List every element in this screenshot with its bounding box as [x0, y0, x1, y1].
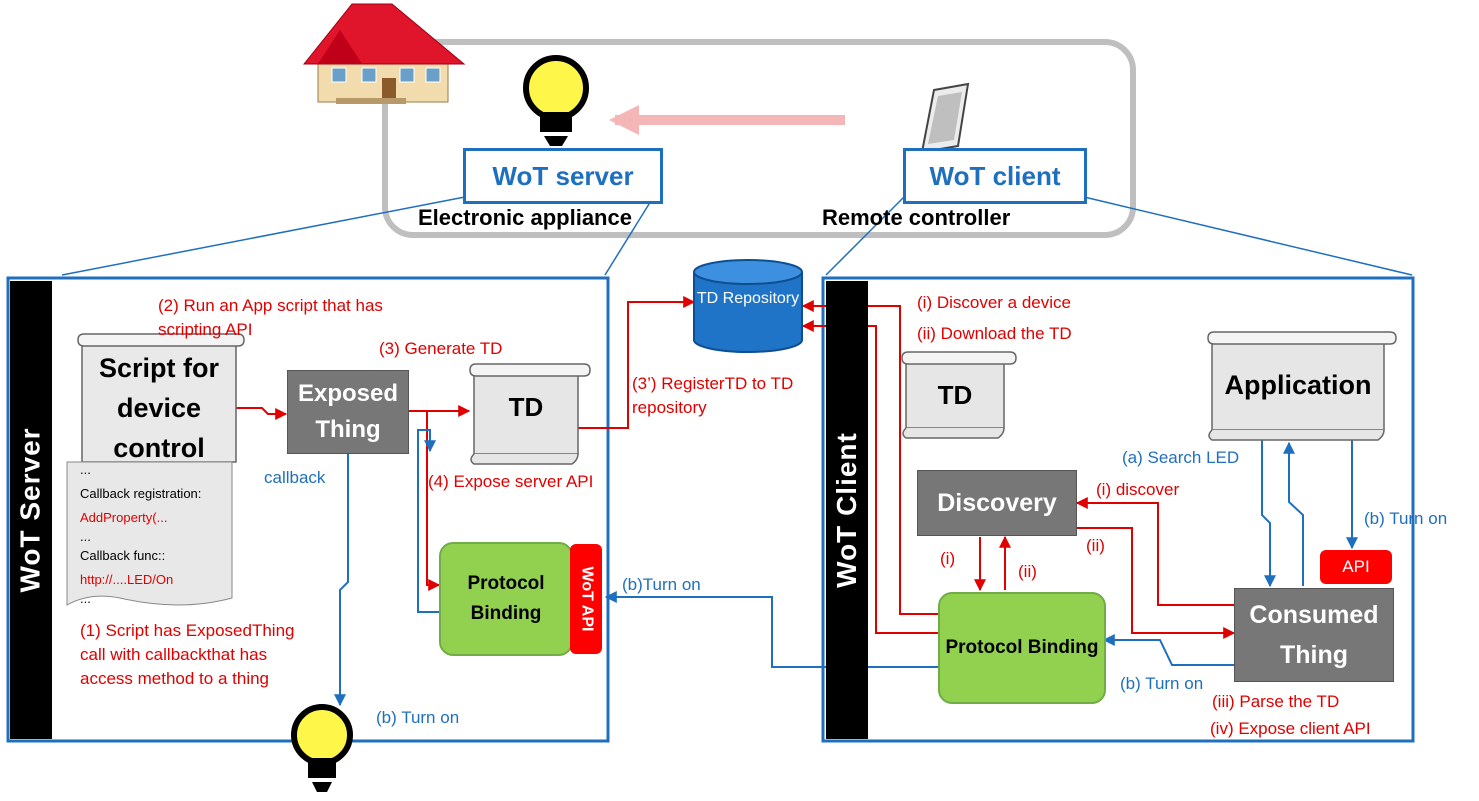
arrow-consumed-to-binding [1102, 634, 1234, 666]
zoom-line-server-right [604, 195, 655, 276]
house-icon [302, 3, 466, 104]
application-label: Application [1224, 370, 1372, 400]
note-ii-right: (ii) [1086, 536, 1105, 555]
note-ii-mid: (ii) [1018, 562, 1037, 581]
note-generate-td: (3) Generate TD [379, 339, 503, 358]
wot-api-tag: WoT API [570, 544, 602, 654]
code-paper [66, 461, 233, 606]
note-script-has: (1) Script has ExposedThing call with ca… [80, 621, 295, 688]
client-protocol-binding: Protocol Binding [938, 592, 1106, 704]
note-search-led: (a) Search LED [1122, 448, 1240, 467]
arrow-td-to-repository [578, 296, 696, 429]
zoom-line-client-right [1079, 195, 1413, 276]
server-td-label: TD [508, 392, 544, 422]
consumed-thing-box: Consumed Thing [1234, 588, 1394, 682]
note-middle-turn-on: (b)Turn on [622, 575, 701, 594]
server-td-scroll [469, 363, 591, 465]
arrow-consumed-to-discovery [1075, 497, 1234, 606]
lightbulb-icon [291, 704, 353, 792]
zoom-line-client-left [825, 195, 906, 276]
script-title: Script for device control [98, 353, 219, 463]
arrow-discovery-to-consumed [1077, 527, 1236, 639]
wot-server-label: WoT server [463, 148, 663, 204]
client-panel [821, 276, 1415, 743]
smartphone-icon [920, 82, 970, 154]
note-download-td: (ii) Download the TD [917, 324, 1072, 343]
application-scroll [1207, 331, 1397, 441]
client-td-label: TD [937, 380, 973, 410]
arrow-script-to-exposed [236, 407, 288, 420]
td-repository-label: TD Repository [696, 290, 800, 307]
client-side-label: WoT Client [826, 281, 868, 739]
discovery-box: Discovery [917, 470, 1077, 536]
zoom-line-server-left [61, 195, 471, 276]
server-protocol-binding: Protocol Binding [439, 542, 573, 656]
note-register-td: (3’) RegisterTD to TD repository [632, 374, 794, 417]
note-parse-td: (iii) Parse the TD [1212, 692, 1340, 711]
client-api-tag: API [1320, 550, 1392, 584]
note-expose-server-api: (4) Expose server API [428, 472, 594, 491]
arrow-callback-to-bulb [334, 450, 349, 707]
database-icon [693, 259, 803, 353]
server-caption: Electronic appliance [418, 205, 632, 230]
note-discover-device: (i) Discover a device [917, 293, 1071, 312]
note-client-turn-on: (b) Turn on [1364, 509, 1448, 528]
note-expose-client-api: (iv) Expose client API [1210, 719, 1371, 738]
client-td-scroll [901, 351, 1017, 439]
code-snippet: ... Callback registration: AddProperty(.… [80, 462, 202, 606]
arrow-consumed-to-application [1283, 441, 1304, 586]
arrow-exposed-to-binding [426, 411, 441, 591]
arrow-application-to-consumed [1261, 440, 1276, 588]
lightbulb-icon [523, 55, 589, 146]
wot-client-label: WoT client [903, 148, 1087, 204]
note-run-script: (2) Run an App script that has scripting… [158, 296, 383, 339]
note-bottom-turn-on: (b) Turn on [1120, 674, 1204, 693]
note-discover: (i) discover [1096, 480, 1180, 499]
client-caption: Remote controller [822, 205, 1011, 230]
server-side-label: WoT Server [10, 281, 52, 739]
scenario-frame [382, 39, 1136, 238]
note-i-left: (i) [940, 549, 956, 568]
script-scroll [77, 333, 245, 463]
note-server-turn-on: (b) Turn on [376, 708, 460, 727]
exposed-thing-box: Exposed Thing [287, 370, 409, 454]
note-callback: callback [264, 468, 326, 487]
arrow-binding-to-exposed [417, 429, 439, 613]
